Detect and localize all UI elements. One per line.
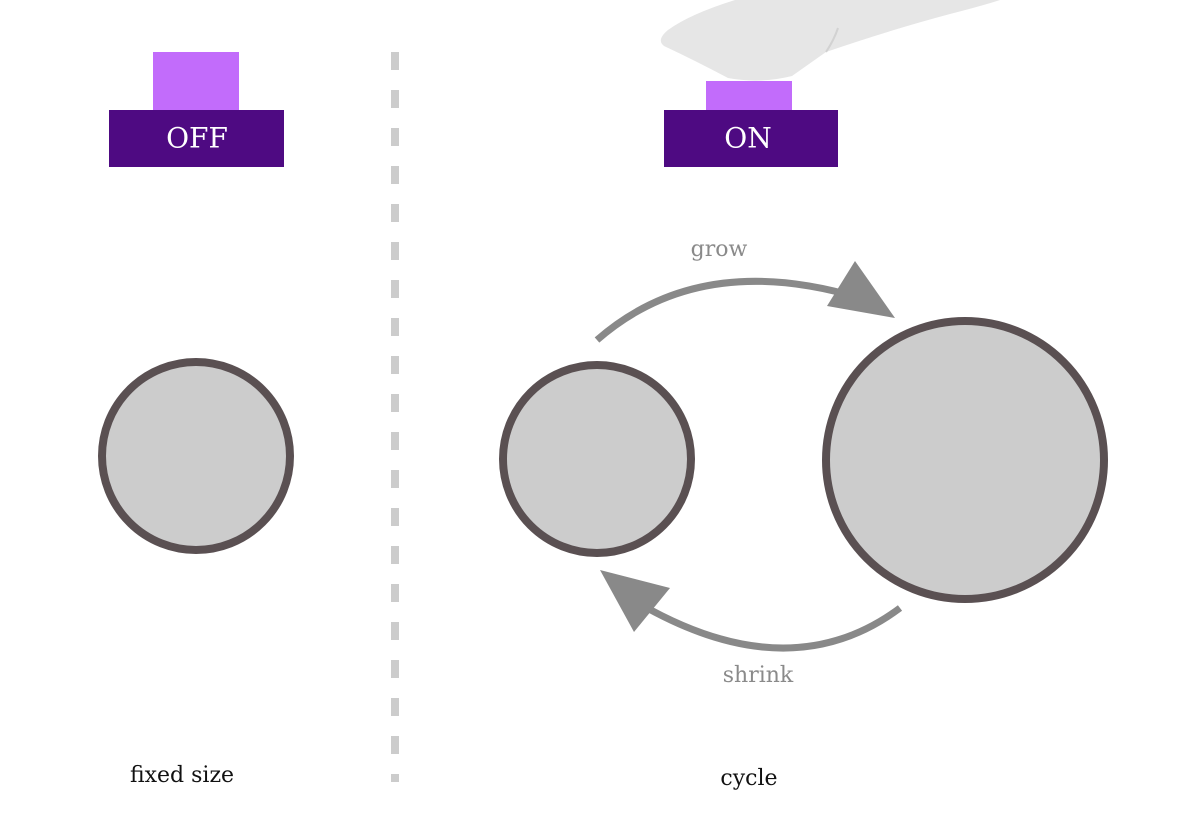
off-button-label: OFF [166,122,228,155]
grow-label: grow [691,237,748,262]
shrink-arrow-head [600,570,670,632]
grow-arrow [594,261,895,343]
on-button: ON [664,81,838,167]
on-button-cap [706,81,792,112]
grow-arrow-shaft [594,277,862,343]
shrink-arrow [600,570,903,652]
on-button-base [664,110,838,167]
finger-shape [660,0,1000,81]
pressing-finger-icon [660,0,1000,81]
off-caption: fixed size [130,763,234,788]
small-circle [499,361,695,557]
off-button-cap [153,52,239,112]
off-button: OFF [109,52,284,167]
finger-nail-crease [825,27,839,53]
on-button-label: ON [724,122,771,155]
large-circle [822,317,1108,603]
off-button-base [109,110,284,167]
on-caption: cycle [720,766,777,791]
shrink-label: shrink [723,663,794,688]
fixed-size-circle [98,358,294,554]
grow-arrow-head [827,261,895,318]
shrink-arrow-shaft [638,600,903,652]
